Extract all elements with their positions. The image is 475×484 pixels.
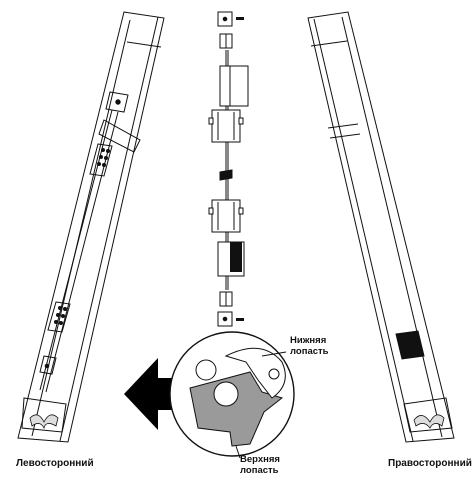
lower-blade-label-line1: Нижняя xyxy=(290,335,327,346)
left-plate-lower-holes xyxy=(54,306,67,325)
lower-blade-leader xyxy=(261,351,287,357)
upper-cylinder xyxy=(219,65,249,107)
right-end-cap xyxy=(403,397,453,433)
right-profile xyxy=(307,11,455,443)
pin-hole-center xyxy=(213,381,239,407)
left-plate-upper-holes xyxy=(97,148,110,167)
cross-section xyxy=(169,331,295,459)
bottom-screw xyxy=(236,318,244,321)
lower-bushing xyxy=(211,199,241,233)
upper-blade-leader xyxy=(235,445,241,459)
lower-blade-shape xyxy=(224,347,286,399)
upper-blade-label-line1: Верхняя xyxy=(240,454,280,465)
upper-blade-label-line2: лопасть xyxy=(240,465,279,476)
left-end-cap-wings xyxy=(29,414,59,430)
left-side-label: Левосторонний xyxy=(16,458,94,469)
top-screw xyxy=(236,17,244,20)
left-profile-outline xyxy=(17,11,165,443)
pin-hole-right xyxy=(268,368,280,380)
left-profile xyxy=(17,11,165,443)
right-profile-outline xyxy=(307,11,455,443)
upper-blade-label: Верхняя лопасть xyxy=(240,454,280,476)
right-window xyxy=(395,330,425,360)
left-lower-bracket xyxy=(39,355,57,375)
lower-blade-label-line2: лопасть xyxy=(290,346,329,357)
left-plate-upper xyxy=(89,143,113,177)
left-middle-bracket xyxy=(98,119,141,153)
upper-blade-shape xyxy=(189,371,284,447)
direction-arrow xyxy=(124,358,206,430)
left-plate-lower xyxy=(47,301,71,333)
left-end-cap xyxy=(21,397,67,433)
center-hinge xyxy=(208,11,249,327)
right-end-cap-wings xyxy=(413,414,445,429)
lower-blade-label: Нижняя лопасть xyxy=(290,335,329,357)
right-side-label: Правосторонний xyxy=(388,458,472,469)
pin-hole-left xyxy=(195,359,217,381)
left-top-bracket xyxy=(105,91,129,113)
upper-bushing xyxy=(211,109,241,143)
middle-coupler xyxy=(219,169,233,181)
